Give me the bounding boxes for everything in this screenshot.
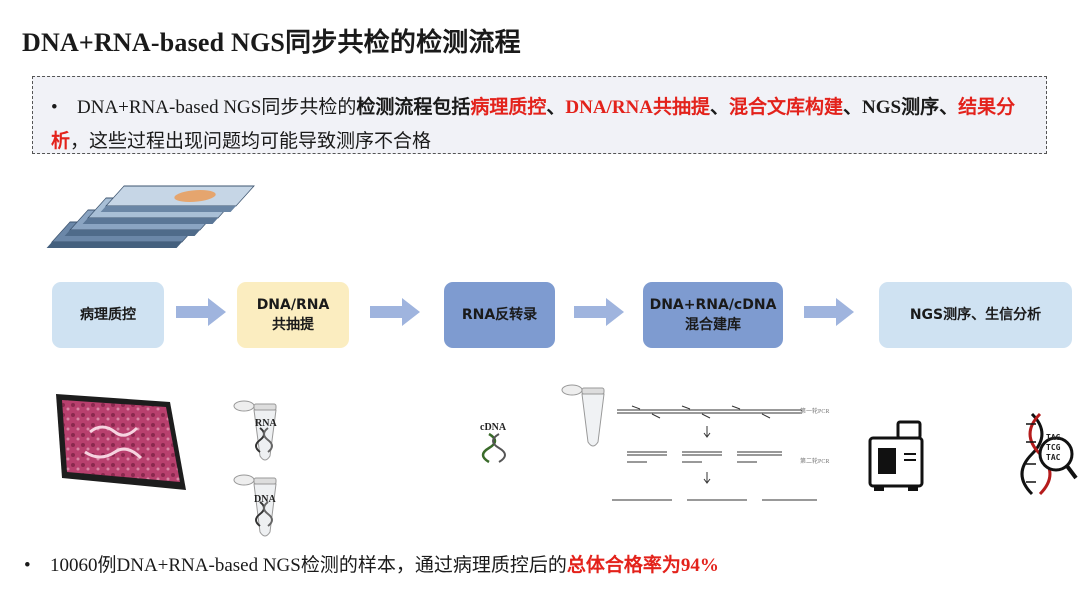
dna-tube-icon <box>232 472 280 544</box>
arrow-icon <box>574 296 626 328</box>
step-label-2: 混合建库 <box>685 317 741 333</box>
sequencer-icon <box>866 418 930 494</box>
page-title: DNA+RNA-based NGS同步共检的检测流程 <box>22 22 521 59</box>
step-dna-rna-coextraction: DNA/RNA 共抽提 <box>237 282 349 348</box>
step-label: 病理质控 <box>80 307 136 323</box>
step-ngs-sequencing-analysis: NGS测序、生信分析 <box>879 282 1072 348</box>
note-text-5: DNA/RNA共抽提 <box>565 97 710 118</box>
cdna-label: cDNA <box>480 422 506 433</box>
note-text-9: NGS测序 <box>862 97 939 118</box>
glass-slides-illustration <box>30 178 250 268</box>
step-label-2: 共抽提 <box>272 317 314 333</box>
rna-label: RNA <box>255 418 277 429</box>
step-pathology-qc: 病理质控 <box>52 282 164 348</box>
cdna-helix-icon <box>485 434 505 462</box>
bullet-icon: • <box>51 91 77 125</box>
note-text-6: 、 <box>710 97 729 118</box>
step-mixed-library-construction: DNA+RNA/cDNA 混合建库 <box>643 282 783 348</box>
pcr-tube-icon <box>560 382 610 452</box>
note-text-8: 、 <box>843 97 862 118</box>
note-text-10: 、 <box>939 97 958 118</box>
summary-note: •DNA+RNA-based NGS同步共检的检测流程包括病理质控、DNA/RN… <box>32 76 1047 154</box>
note-text-3: 病理质控 <box>470 97 546 118</box>
note-text-1: DNA+RNA-based NGS同步共检的 <box>77 97 356 118</box>
bullet-icon: • <box>24 555 50 577</box>
step-label: DNA/RNA <box>257 297 330 313</box>
dna-label: DNA <box>254 494 276 505</box>
pcr-round-1-label: 第一轮PCR <box>800 406 829 415</box>
footer-highlight: 总体合格率为94% <box>567 555 719 576</box>
note-text-2: 检测流程包括 <box>356 97 470 118</box>
step-label: RNA反转录 <box>462 307 537 323</box>
step-label: DNA+RNA/cDNA <box>650 297 777 313</box>
note-text-12: ，这些过程出现问题均可能导致测序不合格 <box>70 131 431 152</box>
note-text-4: 、 <box>546 97 565 118</box>
footer-text: 10060例DNA+RNA-based NGS检测的样本，通过病理质控后的 <box>50 555 567 576</box>
pcr-round-2-label: 第二轮PCR <box>800 456 829 465</box>
arrow-icon <box>804 296 856 328</box>
note-text-7: 混合文库构建 <box>729 97 843 118</box>
arrow-icon <box>370 296 422 328</box>
tag-label-3: TAC <box>1046 453 1060 462</box>
step-rna-reverse-transcription: RNA反转录 <box>444 282 555 348</box>
tissue-tablet-illustration <box>50 392 190 492</box>
pcr-amplification-diagram <box>612 400 822 510</box>
footer-summary: •10060例DNA+RNA-based NGS检测的样本，通过病理质控后的总体… <box>24 550 719 577</box>
tag-label-2: TCG <box>1046 443 1060 452</box>
arrow-icon <box>176 296 228 328</box>
rna-tube-icon <box>232 398 280 468</box>
step-label: NGS测序、生信分析 <box>910 307 1041 323</box>
tag-label-1: TAG <box>1046 433 1060 442</box>
